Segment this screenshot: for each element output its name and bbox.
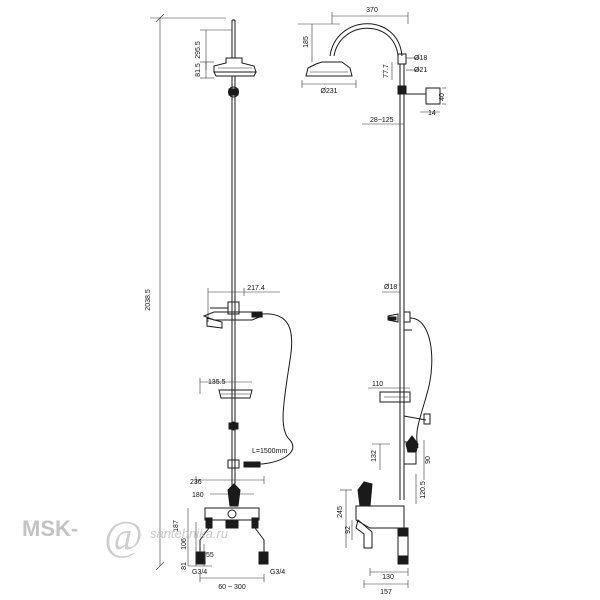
watermark: MSK- @ santehnika.ru bbox=[22, 514, 228, 560]
dim-inlet-left: G3/4 bbox=[192, 569, 207, 576]
dim-spout-height: 245 bbox=[337, 506, 344, 518]
dim-pipe-lower: Ø21 bbox=[414, 67, 427, 74]
dim-wall-offset: 28~125 bbox=[370, 117, 394, 124]
dim-head-depth: 81.5 bbox=[195, 63, 202, 77]
dim-total-height: 2038.5 bbox=[145, 289, 152, 311]
dim-connector: 77.7 bbox=[383, 64, 390, 78]
dim-body-height: 106 bbox=[181, 538, 188, 550]
watermark-at-sign: @ bbox=[104, 514, 143, 560]
side-mixer-body bbox=[355, 505, 405, 529]
side-mixer-handle bbox=[357, 481, 373, 507]
dim-head-dia: Ø231 bbox=[320, 88, 337, 95]
dim-bracket-size: 40 bbox=[439, 93, 446, 101]
dim-base-width: 157 bbox=[380, 589, 392, 596]
dim-head-height: 295.5 bbox=[195, 41, 202, 59]
shower-hose bbox=[252, 313, 294, 465]
front-view: 2038.5 295.5 81.5 217.4 bbox=[145, 13, 294, 591]
dim-valve-height: 187 bbox=[173, 520, 180, 532]
dim-diverter-gap: 90 bbox=[425, 456, 432, 464]
soap-dish bbox=[218, 389, 253, 399]
dim-centers: 60 ~ 300 bbox=[218, 584, 246, 591]
side-soap-dish bbox=[379, 391, 411, 403]
dim-arm-height: 185 bbox=[303, 36, 310, 48]
dim-outlet-height: 81 bbox=[181, 562, 188, 570]
dim-arm-reach: 370 bbox=[366, 7, 378, 14]
dim-hose-length: L=1500mm bbox=[252, 448, 287, 455]
watermark-brand: MSK- bbox=[22, 516, 78, 541]
dim-soap-width: 135.5 bbox=[208, 379, 226, 386]
dim-valve-inner: 180 bbox=[192, 492, 204, 499]
dim-spout-reach: 92 bbox=[345, 526, 352, 534]
front-shower-head bbox=[213, 57, 257, 73]
front-mixer-handle bbox=[227, 483, 241, 507]
dim-lower-height: 120.5 bbox=[420, 481, 427, 499]
dim-base-depth: 130 bbox=[382, 574, 394, 581]
side-view: 370 185 Ø231 Ø18 Ø21 77.7 40 14 bbox=[298, 7, 446, 596]
dim-valve-width: 236 bbox=[190, 479, 202, 486]
wall-bracket bbox=[425, 87, 441, 105]
dim-inlet-right: G3/4 bbox=[270, 569, 285, 576]
dim-soap-depth: 110 bbox=[372, 381, 383, 388]
dim-inlet-height: 55 bbox=[206, 552, 214, 559]
dim-bracket-offset: 14 bbox=[428, 110, 436, 117]
side-hose bbox=[409, 317, 433, 449]
dim-riser-dia: Ø18 bbox=[384, 284, 397, 291]
overhead-arm bbox=[329, 23, 403, 57]
side-shower-head bbox=[305, 61, 353, 77]
dim-holder-width: 217.4 bbox=[247, 285, 265, 292]
dim-diverter-height: 132 bbox=[371, 450, 378, 462]
watermark-site: santehnika.ru bbox=[150, 526, 228, 541]
dim-pipe-upper: Ø18 bbox=[414, 55, 427, 62]
